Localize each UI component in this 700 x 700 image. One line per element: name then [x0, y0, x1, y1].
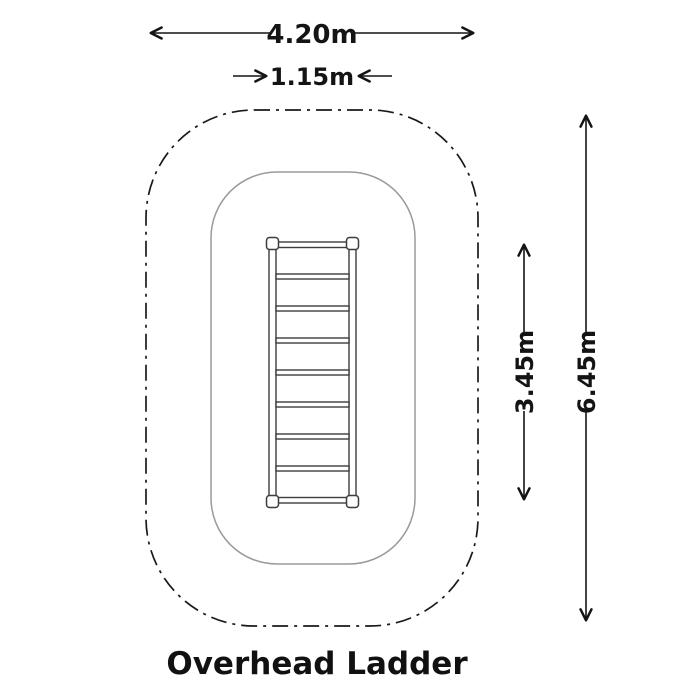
outer-length-label: 6.45m — [573, 330, 601, 414]
corner-post-top-left — [265, 236, 280, 251]
ladder-rung — [275, 337, 350, 344]
overhead-ladder-drawing — [265, 236, 360, 509]
dimension-ladder-width: 1.15m — [233, 63, 392, 91]
ladder-rung — [275, 465, 350, 472]
corner-post-bottom-left — [265, 494, 280, 509]
ladder-rung — [275, 369, 350, 376]
ladder-rung — [275, 401, 350, 408]
dimension-outer-width: 4.20m — [149, 20, 475, 50]
equipment-zone-boundary — [210, 171, 416, 565]
ladder-length-label: 3.45m — [511, 330, 539, 414]
dimension-ladder-length: 3.45m — [511, 243, 539, 501]
ladder-bottom-bar — [270, 496, 355, 504]
dimension-outer-length: 6.45m — [573, 114, 601, 622]
diagram-title: Overhead Ladder — [166, 646, 468, 682]
outer-width-label: 4.20m — [266, 20, 357, 50]
ladder-rungs — [275, 273, 350, 472]
ladder-left-rail — [268, 240, 277, 505]
ladder-rung — [275, 273, 350, 280]
ladder-rung — [275, 433, 350, 440]
ladder-rung — [275, 305, 350, 312]
ladder-top-bar — [270, 241, 355, 249]
safety-zone-boundary — [145, 109, 479, 627]
corner-post-top-right — [345, 236, 360, 251]
ladder-width-label: 1.15m — [270, 63, 354, 91]
ladder-right-rail — [348, 240, 357, 505]
corner-post-bottom-right — [345, 494, 360, 509]
